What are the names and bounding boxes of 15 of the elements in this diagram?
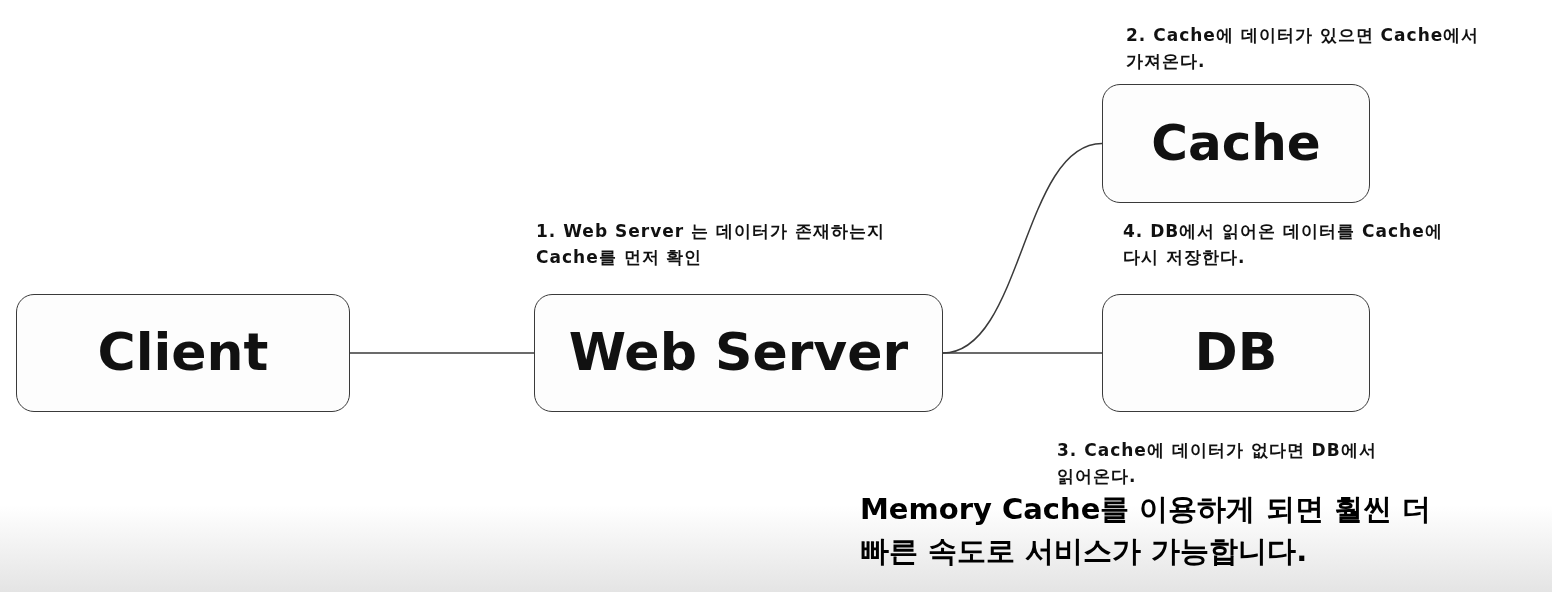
process-box: [16, 294, 350, 412]
node-label: Web Server: [568, 324, 909, 382]
node-label: Cache: [1151, 116, 1321, 171]
connector-line: [942, 352, 1103, 354]
step-note: 1. Web Server 는 데이터가 존재하는지 Cache를 먼저 확인: [536, 220, 886, 269]
subtitle-text: Memory Cache를 이용하게 되면 훨씬 더 빠른 속도로 서비스가 가능합니다.: [860, 491, 1432, 570]
step-note: 4. DB에서 읽어온 데이터를 Cache에 다시 저장한다.: [1123, 220, 1444, 269]
node-label: Client: [97, 324, 269, 382]
process-box: [1102, 294, 1370, 412]
step-note: 3. Cache에 데이터가 없다면 DB에서 읽어온다.: [1057, 439, 1378, 488]
process-box: [1102, 84, 1370, 203]
node-label: DB: [1194, 324, 1278, 382]
process-box: [534, 294, 943, 412]
step-note: 2. Cache에 데이터가 있으면 Cache에서 가져온다.: [1126, 24, 1481, 73]
connector-line: [349, 352, 535, 354]
